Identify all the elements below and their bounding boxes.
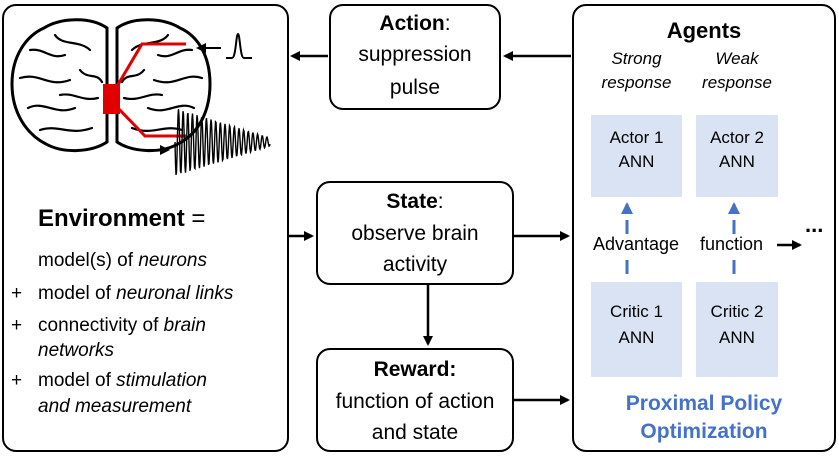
env-line2-b: neuronal links [116,283,234,304]
actor-2-panel [696,115,778,197]
actor-2-line2: ANN [719,152,755,171]
env-line3-a: connectivity of [38,315,164,336]
agents-title: Agents [666,18,742,43]
oscillation-signal-icon [174,109,271,176]
reward-title: Reward: [373,358,457,381]
environment-plus-3: + [11,370,23,391]
reward-line1: function of action [335,390,495,413]
action-title-colon: : [444,12,451,35]
environment-box [2,4,289,452]
action-title-bold: Action [379,12,445,35]
critic-1-line1: Critic 1 [610,302,663,321]
env-line4-a: model of [38,370,117,391]
action-title: Action: [335,12,495,36]
env-line1-a: model(s) of [38,250,139,271]
state-line1: observe brain [351,222,479,245]
environment-title-bold: Environment [38,205,185,232]
ppo-line1: Proximal Policy [625,392,783,415]
advantage-label-b: function [700,234,764,255]
env-line1-b: neurons [138,250,207,271]
environment-plus-1: + [11,283,23,304]
ppo-line2: Optimization [640,420,768,443]
action-box [329,4,501,110]
environment-equals: = [191,205,206,232]
action-line2: pulse [389,76,441,99]
environment-title: Environment = [38,205,205,233]
state-box [316,181,514,285]
env-line4-b: stimulation [116,370,207,391]
actor-1-line2: ANN [618,152,655,171]
state-title: State: [320,190,510,214]
state-title-colon: : [437,190,444,213]
electrode-icon [114,42,186,138]
advantage-label-a: Advantage [593,234,680,255]
env-line3-b: brain [163,315,206,336]
critic-1-panel [591,282,682,377]
agents-box [572,4,836,452]
state-line2: activity [382,253,448,276]
reward-line2: and state [371,421,459,444]
critic-2-panel [696,282,778,377]
environment-line3-cont: networks [38,340,115,361]
critic-1-line2: ANN [618,328,655,347]
agents-strong-2: response [601,73,672,92]
environment-line4-cont: and measurement [38,396,192,417]
environment-line3: connectivity of brain [38,315,206,337]
actor-2-line1: Actor 2 [710,128,764,147]
electrode-pad [103,84,120,114]
env-line2-a: model of [38,283,117,304]
state-title-bold: State [386,190,438,213]
actor-1-panel [591,115,682,197]
spike-pulse-icon [226,32,252,59]
environment-plus-2: + [11,315,23,336]
environment-line2: model of neuronal links [38,283,233,305]
agents-ellipsis: ... [805,212,824,237]
critic-2-line1: Critic 2 [710,302,764,321]
agents-strong-1: Strong [611,49,662,68]
environment-line1: model(s) of neurons [38,250,207,272]
critic-2-line2: ANN [719,328,755,347]
environment-line4: model of stimulation [38,370,207,392]
agents-weak-1: Weak [715,49,759,68]
reward-box [316,348,514,452]
agents-weak-2: response [702,73,772,92]
action-line1: suppression [358,43,472,66]
actor-1-line1: Actor 1 [609,128,664,147]
